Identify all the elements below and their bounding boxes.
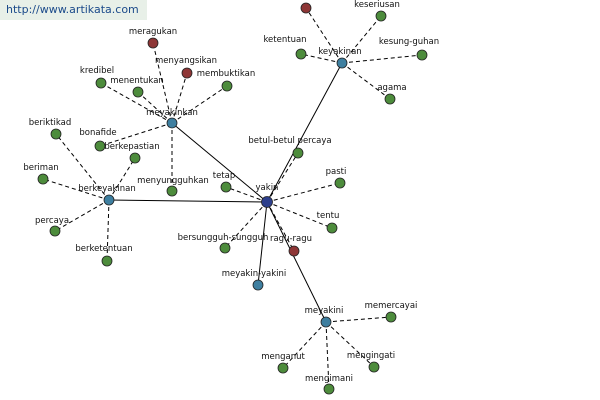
node-memercayai[interactable] (385, 311, 397, 323)
edge-yakin-ragu-ragu (266, 201, 295, 252)
edge-yakin-berkeyakinan (108, 199, 268, 203)
node-keyakinan[interactable] (336, 57, 348, 69)
node-label-meragukan: meragukan (129, 27, 177, 37)
node-kredibel[interactable] (95, 77, 107, 89)
node-label-berkepastian: berkepastian (104, 142, 159, 152)
node-label-menyangsikan: menyangsikan (155, 56, 217, 66)
edge-yakin-tetap (225, 186, 268, 203)
node-bersungguh-sungguh[interactable] (219, 242, 231, 254)
node-pasti[interactable] (334, 177, 346, 189)
node-label-kesung-guhan: kesung-guhan (379, 37, 439, 47)
node-label-menentukan: menentukan (110, 76, 164, 86)
node-menyangsikan[interactable] (181, 67, 193, 79)
edge-berkeyakinan-percaya (54, 199, 110, 232)
edge-meyakini-memercayai (325, 316, 392, 323)
node-label-mengimani: mengimani (305, 374, 353, 384)
node-membuktikan[interactable] (221, 80, 233, 92)
node-tentu[interactable] (326, 222, 338, 234)
node-betul-betul-percaya[interactable] (292, 147, 304, 159)
node-bonafide[interactable] (94, 140, 106, 152)
node-percaya[interactable] (49, 225, 61, 237)
node-meyakin-yakini[interactable] (252, 279, 264, 291)
label-layer: yakin keyakinan meyakinkan berkeyakinan meya… (23, 0, 439, 384)
edge-berkeyakinan-berkepastian (108, 157, 136, 201)
source-url-banner: http://www.artikata.com (0, 0, 147, 20)
node-beriktikad[interactable] (50, 128, 62, 140)
edge-berkeyakinan-beriktikad (55, 133, 110, 201)
edge-keyakinan-agama (341, 62, 391, 100)
node-top-negation[interactable] (300, 2, 312, 14)
edge-yakin-pasti (266, 182, 341, 203)
node-meyakinkan[interactable] (166, 117, 178, 129)
node-ragu-ragu[interactable] (288, 245, 300, 257)
edge-yakin-bersungguh-sungguh (224, 201, 268, 249)
node-label-memercayai: memercayai (365, 301, 418, 311)
node-beriman[interactable] (37, 173, 49, 185)
node-label-pasti: pasti (326, 167, 347, 177)
node-label-beriktikad: beriktikad (29, 118, 71, 128)
node-berketentuan[interactable] (101, 255, 113, 267)
node-berkepastian[interactable] (129, 152, 141, 164)
edge-yakin-betul-betul-percaya (266, 152, 299, 203)
node-label-ketentuan: ketentuan (263, 35, 306, 45)
node-ketentuan[interactable] (295, 48, 307, 60)
node-label-yakin: yakin (256, 183, 279, 193)
node-label-bersungguh-sungguh: bersungguh-sungguh (178, 233, 269, 243)
node-layer (37, 2, 428, 395)
node-mengingati[interactable] (368, 361, 380, 373)
node-label-ragu-ragu: ragu-ragu (270, 234, 312, 244)
node-label-kredibel: kredibel (80, 66, 114, 76)
node-label-tentu: tentu (317, 211, 340, 221)
node-label-beriman: beriman (23, 163, 58, 173)
edge-yakin-meyakini (266, 201, 327, 323)
node-mengimani[interactable] (323, 383, 335, 395)
node-menentukan[interactable] (132, 86, 144, 98)
edge-meyakini-menganut (282, 321, 327, 369)
edge-berkeyakinan-beriman (42, 178, 110, 201)
node-tetap[interactable] (220, 181, 232, 193)
node-berkeyakinan[interactable] (103, 194, 115, 206)
node-agama[interactable] (384, 93, 396, 105)
edge-layer (42, 7, 423, 390)
edge-yakin-tentu (266, 201, 333, 229)
node-menyungguhkan[interactable] (166, 185, 178, 197)
edge-keyakinan-keseriusan (341, 15, 382, 64)
node-meyakini[interactable] (320, 316, 332, 328)
node-label-agama: agama (377, 83, 406, 93)
node-label-menganut: menganut (261, 352, 305, 362)
node-label-meyakin-yakini: meyakin-yakini (222, 269, 287, 279)
node-menganut[interactable] (277, 362, 289, 374)
edge-meyakini-mengingati (325, 321, 375, 368)
node-label-betul-betul-percaya: betul-betul percaya (248, 136, 331, 146)
node-label-keseriusan: keseriusan (354, 0, 400, 10)
edge-berkeyakinan-berketentuan (106, 199, 110, 262)
node-keseriusan[interactable] (375, 10, 387, 22)
node-label-meyakinkan: meyakinkan (146, 108, 198, 118)
node-label-mengingati: mengingati (347, 351, 395, 361)
edge-meyakinkan-bonafide (99, 122, 173, 147)
node-label-menyungguhkan: menyungguhkan (137, 176, 209, 186)
node-yakin[interactable] (261, 196, 273, 208)
node-meragukan[interactable] (147, 37, 159, 49)
node-label-keyakinan: keyakinan (318, 47, 361, 57)
edge-yakin-meyakinkan (171, 122, 268, 203)
edge-meyakinkan-menyangsikan (171, 72, 188, 124)
node-label-meyakini: meyakini (305, 306, 344, 316)
node-label-tetap: tetap (213, 171, 236, 181)
edge-keyakinan-top-negation (305, 7, 343, 64)
node-label-berketentuan: berketentuan (75, 244, 132, 254)
node-label-berkeyakinan: berkeyakinan (78, 184, 135, 194)
edge-meyakinkan-menentukan (137, 91, 173, 124)
node-kesung-guhan[interactable] (416, 49, 428, 61)
node-label-membuktikan: membuktikan (197, 69, 256, 79)
edge-yakin-keyakinan (266, 62, 343, 203)
node-label-percaya: percaya (35, 216, 69, 226)
edge-yakin-meyakin-yakini (257, 201, 268, 286)
node-label-bonafide: bonafide (79, 128, 116, 138)
edge-keyakinan-kesung-guhan (341, 54, 423, 64)
